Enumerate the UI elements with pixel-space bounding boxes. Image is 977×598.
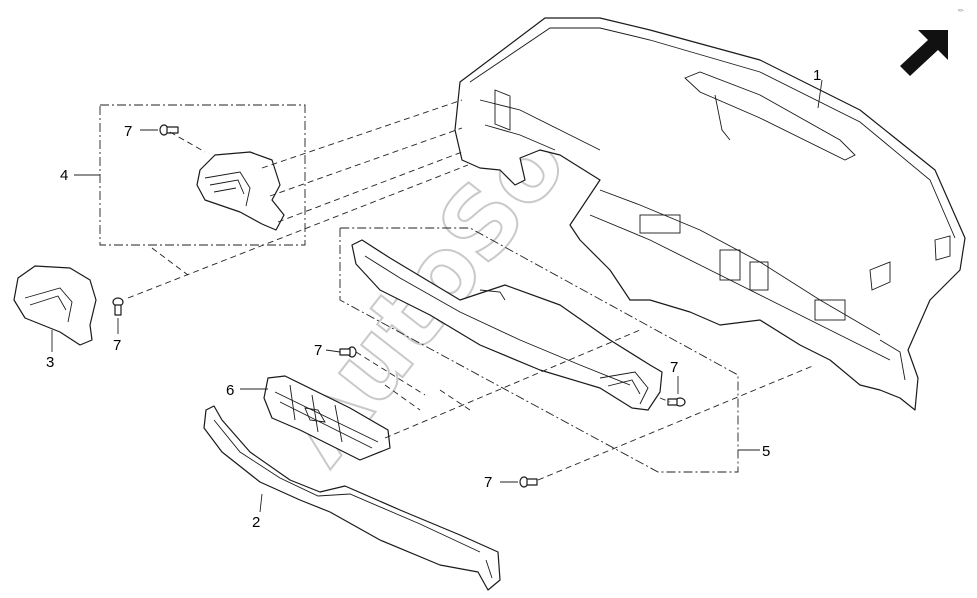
callout-7-right: 7 (670, 359, 678, 376)
callout-3: 3 (46, 354, 54, 371)
screw-icon (159, 124, 179, 136)
callout-7-center: 7 (314, 342, 322, 359)
callout-5: 5 (762, 443, 770, 460)
screw-icon (112, 297, 124, 316)
side-vent-part-3 (13, 265, 97, 346)
front-arrow-icon (900, 30, 948, 76)
callout-1: 1 (813, 67, 821, 84)
assembly-box-4 (74, 104, 306, 246)
leader-1 (817, 79, 823, 109)
screw-icon (339, 346, 357, 358)
callout-7-top: 7 (124, 123, 132, 140)
callout-6: 6 (226, 382, 234, 399)
screw-icon (667, 397, 686, 407)
svg-text:✎: ✎ (956, 6, 966, 16)
lower-trim-part-2 (203, 405, 501, 591)
assembly-box-5 (339, 227, 760, 473)
callout-2: 2 (252, 514, 260, 531)
screw-icon (519, 476, 538, 488)
instrument-panel-part-1 (454, 17, 966, 411)
corner-mark-icon: ✎ (956, 6, 966, 16)
side-vent-part-4 (196, 151, 285, 231)
center-trim-part-5 (351, 239, 663, 411)
center-vent-part-6 (263, 375, 391, 461)
callout-7-left: 7 (113, 337, 121, 354)
callout-4: 4 (60, 167, 68, 184)
assembly-lines (127, 99, 816, 481)
callout-7-bottom: 7 (484, 474, 492, 491)
